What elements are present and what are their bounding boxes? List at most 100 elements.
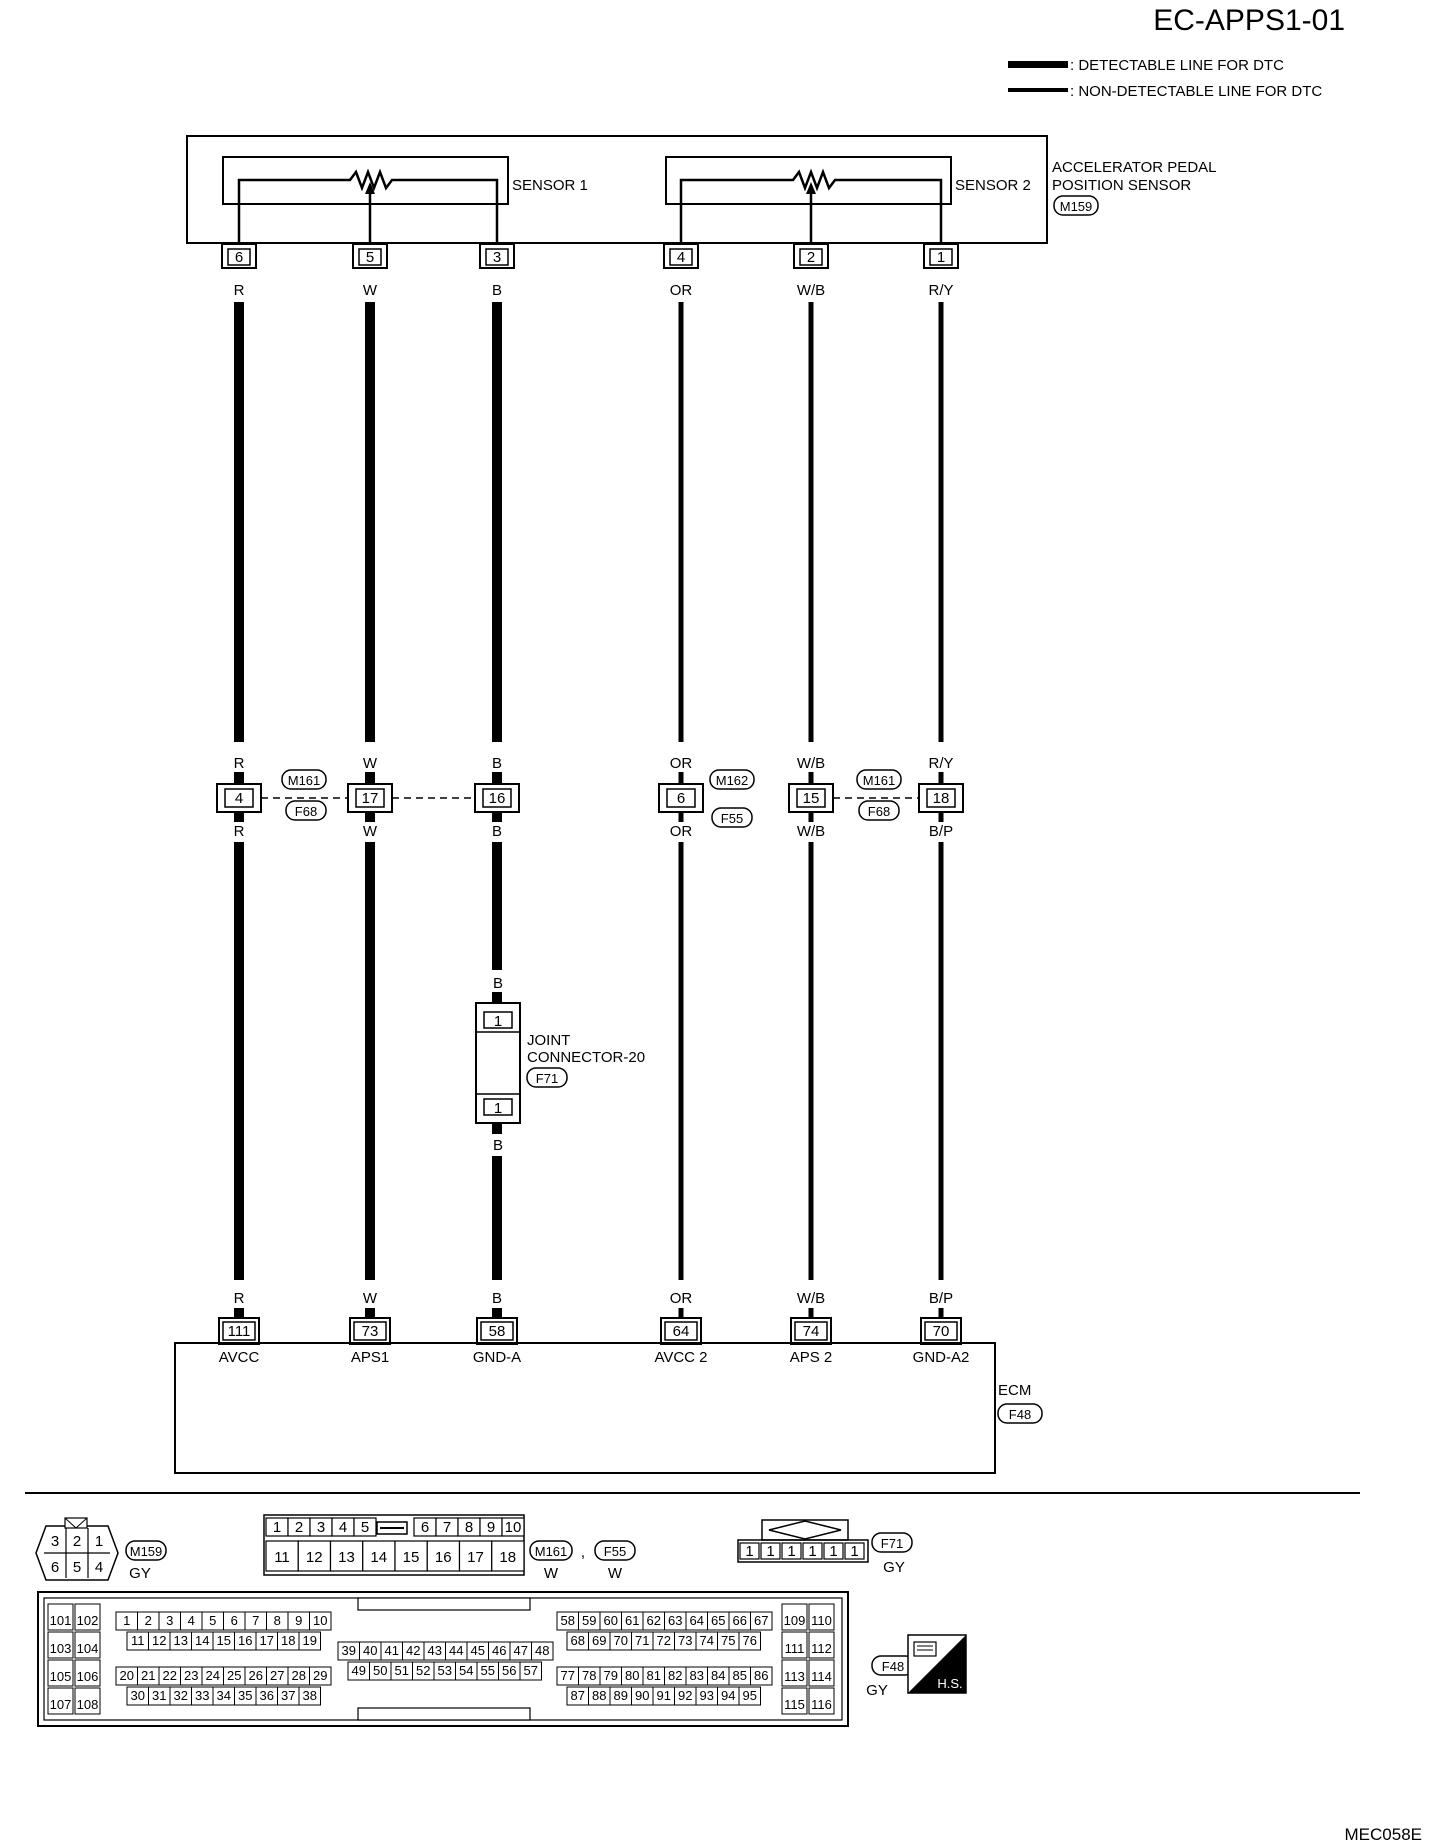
diagram-title: EC-APPS1-01	[1153, 4, 1345, 37]
f48-cell	[808, 1687, 835, 1715]
f48-pin: 92	[678, 1688, 692, 1703]
joint-pin-bot: 1	[494, 1100, 502, 1117]
f48-cell	[47, 1687, 74, 1715]
joint-pin-top: 1	[494, 1013, 502, 1030]
f48-pin: 88	[592, 1688, 606, 1703]
ecm-terminal-label: APS1	[351, 1349, 389, 1366]
wire-color-bottom: OR	[670, 1290, 693, 1307]
f48-pin: 19	[303, 1633, 317, 1648]
ecm-terminal-label: GND-A	[473, 1349, 521, 1366]
m161-pin: 13	[338, 1549, 355, 1566]
m161-pin: 6	[421, 1519, 429, 1536]
wire-color-bottom: W/B	[797, 1290, 825, 1307]
sensor1-wiper-arrow	[365, 182, 375, 194]
f48-pin: 113	[784, 1669, 805, 1684]
f48-cell	[309, 1611, 332, 1631]
sensor-pin-number: 1	[937, 249, 945, 266]
f48-pin: 3	[166, 1613, 173, 1628]
inline-mid-top-label: M162	[716, 773, 749, 788]
ecm-box	[174, 1342, 996, 1474]
f48-pin: 42	[406, 1643, 420, 1658]
f48-pin: 50	[373, 1663, 387, 1678]
f55-badge	[594, 1540, 636, 1561]
wire-color-top: B	[492, 282, 502, 299]
sensor1-resistor	[237, 168, 499, 242]
sensor-pin-number: 5	[366, 249, 374, 266]
f48-pin: 81	[647, 1668, 661, 1683]
f48-pin: 25	[227, 1668, 241, 1683]
ecm: ECM F48	[174, 1342, 1043, 1474]
f48-cell	[531, 1641, 554, 1661]
f71-pin: 1	[829, 1543, 837, 1560]
f48-pin: 1	[123, 1613, 130, 1628]
sensor1-label: SENSOR 1	[512, 177, 588, 194]
m161-color: W	[544, 1565, 559, 1582]
f48-pin: 8	[274, 1613, 281, 1628]
f48-pin: 72	[657, 1633, 671, 1648]
m161-pin: 8	[465, 1519, 473, 1536]
m161-pin: 3	[317, 1519, 325, 1536]
f48-pin: 57	[524, 1663, 538, 1678]
f48-pin: 85	[733, 1668, 747, 1683]
f48-pin: 48	[535, 1643, 549, 1658]
f48-pin: 46	[492, 1643, 506, 1658]
m161-cell	[353, 1517, 377, 1537]
ecm-terminal-label: APS 2	[790, 1349, 833, 1366]
f71-pin: 1	[766, 1543, 774, 1560]
m159-pin: 1	[95, 1533, 103, 1550]
f48-cell	[781, 1687, 808, 1715]
wire-color-mid-top: W/B	[797, 755, 825, 772]
m161-cell	[329, 1540, 364, 1572]
f48-pin: 108	[77, 1697, 99, 1712]
inline-right-top-badge	[856, 769, 902, 790]
f48-pin: 68	[571, 1633, 585, 1648]
joint-color-above: B	[493, 975, 503, 992]
wire-color-mid-top: R/Y	[928, 755, 953, 772]
f48-connector-label: F48	[882, 1659, 904, 1674]
joint-connector-badge	[526, 1067, 568, 1088]
ecm-label: ECM	[998, 1382, 1031, 1399]
ecm-pin-number: 58	[489, 1323, 506, 1340]
f48-cell	[738, 1631, 761, 1651]
f48-pin: 44	[449, 1643, 463, 1658]
f48-pin: 67	[754, 1613, 768, 1628]
f48-pin: 55	[481, 1663, 495, 1678]
m159-key	[64, 1517, 88, 1529]
f71-color: GY	[883, 1559, 905, 1576]
inline-left-bot-badge	[285, 800, 327, 821]
sensor-pin-number: 3	[493, 249, 501, 266]
m161-pin: 4	[339, 1519, 347, 1536]
f48-cell	[808, 1659, 835, 1687]
f48-cell	[47, 1631, 74, 1659]
f48-pin: 52	[416, 1663, 430, 1678]
legend-detectable-label: : DETECTABLE LINE FOR DTC	[1070, 57, 1284, 74]
f48-pin: 101	[50, 1613, 72, 1628]
f48-pin: 39	[342, 1643, 356, 1658]
m161-pin: 15	[403, 1549, 420, 1566]
m159-badge	[125, 1540, 167, 1561]
f48-pin: 86	[754, 1668, 768, 1683]
f71-cell	[760, 1542, 781, 1560]
wire-layer: 6RR4RR111AVCC5WW17WW73APS13BB16BB58GND-A…	[216, 243, 969, 1366]
f48-pin: 18	[281, 1633, 295, 1648]
m159-outline	[35, 1525, 119, 1581]
wire-color-top: R	[234, 282, 245, 299]
f71-key	[768, 1520, 842, 1540]
f48-pin: 59	[582, 1613, 596, 1628]
footer-code: MEC058E	[1345, 1825, 1422, 1844]
inline-pin-number: 4	[235, 790, 243, 807]
inline-pin-number: 6	[677, 790, 685, 807]
f48-cell	[781, 1659, 808, 1687]
f71-badge	[871, 1532, 913, 1553]
wire-color-bottom: W	[363, 1290, 378, 1307]
f48-pin: 116	[811, 1697, 832, 1712]
f48-pin: 62	[647, 1613, 661, 1628]
f48-pin: 87	[571, 1688, 585, 1703]
